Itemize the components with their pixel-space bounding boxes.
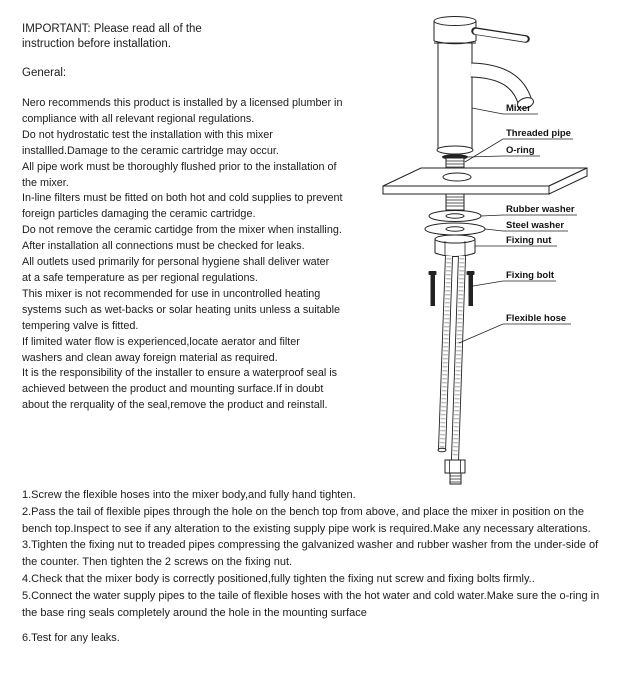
mixer-body (434, 42, 476, 149)
bench-hole (442, 172, 472, 182)
general-text-line: about the rerquality of the seal,remove … (22, 399, 328, 412)
installation-step: 1.Screw the flexible hoses into the mixe… (22, 489, 356, 501)
general-text-line: foreign particles damaging the ceramic c… (22, 208, 256, 221)
label-fixing-nut: Fixing nut (506, 235, 552, 246)
general-text-line: All outlets used primarily for personal … (22, 256, 330, 269)
leader-threaded-pipe (464, 138, 573, 163)
handle-cap-top-icon (433, 16, 477, 26)
label-mixer: Mixer (506, 103, 531, 114)
leader-lines (458, 107, 577, 344)
label-threaded-pipe: Threaded pipe (506, 128, 571, 139)
leader-steel-washer (484, 228, 568, 232)
general-text-line: compliance with all relevant regional re… (22, 112, 255, 125)
steel-washer (424, 222, 486, 236)
installation-step: 4.Check that the mixer body is correctly… (22, 572, 535, 585)
flexible-hose-right (451, 255, 466, 461)
label-rubber-washer: Rubber washer (506, 204, 575, 215)
installation-step: 6.Test for any leaks. (22, 632, 120, 645)
installation-step: 3.Tighten the fixing nut to treaded pipe… (22, 539, 599, 569)
leader-flexible-hose (458, 323, 571, 344)
lever-handle-inner (473, 28, 528, 42)
important-notice: IMPORTANT: Please read all of the instru… (22, 23, 202, 51)
general-text-line: installled.Damage to the ceramic cartrid… (22, 144, 279, 157)
general-text-line: All pipe work must be thoroughly flushed… (22, 160, 337, 173)
label-o-ring: O-ring (506, 145, 535, 156)
fixing-bolt-right (466, 271, 475, 306)
leader-rubber-washer (480, 214, 577, 217)
spout-outlet (517, 97, 534, 109)
threaded-pipe-lower (445, 193, 465, 211)
fixing-nut (434, 234, 476, 257)
bench-top (382, 167, 588, 195)
general-text-line: In-line filters must be fitted on both h… (22, 192, 343, 205)
flexible-hose-left (437, 255, 453, 453)
general-text-line: at a safe temperature as per regional re… (22, 271, 258, 284)
general-text-line: This mixer is not recommended for use in… (22, 287, 321, 300)
hose-connector (444, 459, 466, 485)
general-text-line: Do not remove the ceramic cartidge from … (22, 224, 342, 237)
leader-o-ring (467, 155, 540, 158)
label-fixing-bolt: Fixing bolt (506, 270, 555, 281)
general-text: Nero recommends this product is installe… (22, 96, 343, 414)
rubber-washer (428, 210, 482, 222)
general-heading: General: (22, 67, 67, 79)
installation-step: 5.Connect the water supply pipes to the … (22, 589, 600, 619)
installation-steps: 1.Screw the flexible hoses into the mixe… (22, 487, 608, 647)
fixing-bolt-left (428, 271, 437, 306)
general-text-line: Do not hydrostatic test the installation… (22, 128, 273, 141)
base-flange (436, 145, 474, 155)
faucet-diagram: Mixer Threaded pipe O-ring Rubber washer… (382, 16, 588, 485)
general-text-line: tempering valve is fitted. (22, 319, 139, 332)
leader-fixing-bolt (472, 280, 556, 287)
general-text-line: If limited water flow is experienced,loc… (22, 335, 300, 348)
general-text-line: systems such as wet-backs or solar heati… (22, 303, 341, 316)
leader-mixer (471, 107, 538, 115)
general-text-line: After installation all connections must … (22, 240, 305, 253)
general-text-line: achieved between the product and mountin… (22, 383, 324, 396)
label-flexible-hose: Flexible hose (506, 313, 566, 324)
general-text-line: the mixer. (22, 176, 69, 189)
label-steel-washer: Steel washer (506, 220, 564, 231)
general-text-line: Nero recommends this product is installe… (22, 97, 343, 109)
general-text-line: washers and clean away foreign material … (22, 351, 278, 364)
spout-inner (470, 63, 532, 105)
general-text-line: It is the responsibility of the installe… (22, 367, 338, 380)
installation-step: 2.Pass the tail of flexible pipes throug… (22, 505, 591, 535)
